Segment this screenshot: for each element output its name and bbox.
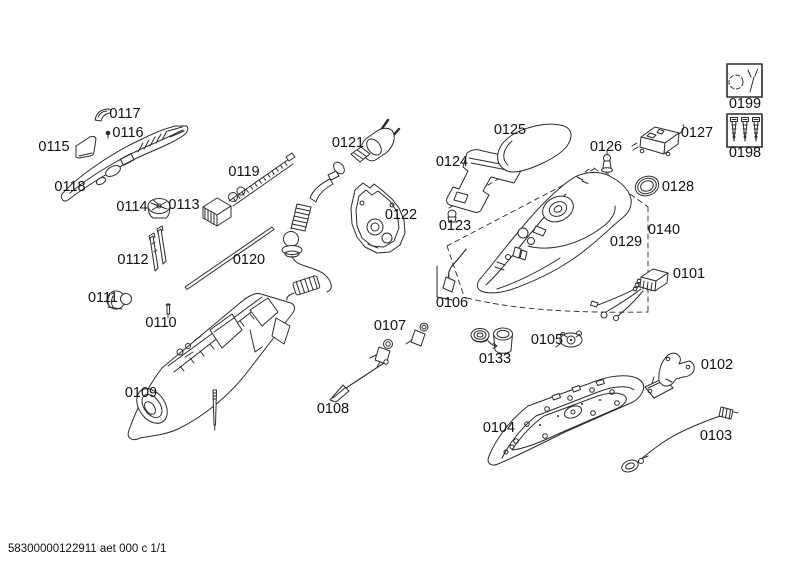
- screws-icon: [730, 117, 760, 142]
- part-label-0110: 0110: [145, 314, 177, 331]
- part-0117-sketch: [94, 108, 112, 122]
- part-label-0117: 0117: [109, 105, 141, 122]
- part-label-0128: 0128: [661, 178, 695, 195]
- part-label-0127: 0127: [680, 124, 714, 141]
- part-label-0107: 0107: [373, 317, 407, 334]
- part-0105-sketch: [555, 330, 583, 348]
- legend-service-tools: [726, 63, 763, 98]
- part-0125-sketch: [497, 123, 572, 173]
- part-0118-sketch: [61, 125, 189, 202]
- part-label-0109: 0109: [124, 384, 158, 401]
- part-label-0115: 0115: [38, 138, 70, 155]
- part-0106-sketch: [436, 248, 467, 301]
- part-label-0111: 0111: [87, 289, 119, 306]
- part-0103-sketch: [621, 406, 739, 473]
- part-0120-sketch: [184, 226, 275, 290]
- wrench-tool-icon: [728, 69, 758, 93]
- part-label-0104: 0104: [482, 419, 516, 436]
- part-label-0125: 0125: [493, 121, 527, 138]
- part-label-0113: 0113: [168, 196, 200, 213]
- part-label-0118: 0118: [54, 178, 86, 195]
- part-0133-sketch: [470, 327, 513, 354]
- part-0102-sketch: [644, 352, 695, 399]
- part-label-0133: 0133: [478, 350, 512, 367]
- part-label-0126: 0126: [589, 138, 623, 155]
- part-label-0102: 0102: [700, 356, 734, 373]
- part-0112-sketch: [148, 225, 167, 272]
- part-0128-sketch: [634, 175, 660, 197]
- part-label-0122: 0122: [384, 206, 418, 223]
- part-label-0108: 0108: [316, 400, 350, 417]
- part-label-0116: 0116: [112, 124, 144, 141]
- legend-label-0198: 0198: [728, 144, 762, 161]
- part-0115-sketch: [75, 135, 97, 159]
- part-label-0106: 0106: [435, 294, 469, 311]
- part-0122-sketch: [350, 182, 406, 254]
- part-label-0123: 0123: [438, 217, 472, 234]
- part-0121-sketch: [281, 118, 401, 301]
- part-0110-sketch: [165, 303, 171, 319]
- part-0109-sketch: [127, 293, 295, 441]
- part-label-0129: 0129: [609, 233, 643, 250]
- document-code: 58300000122911 aet 000 c 1/1: [8, 543, 167, 555]
- part-label-0103: 0103: [699, 427, 733, 444]
- part-label-0124: 0124: [435, 153, 469, 170]
- part-0107-sketch: [369, 322, 429, 368]
- part-0127-sketch: [631, 124, 685, 157]
- part-0126-sketch: [601, 150, 613, 179]
- part-label-0140: 0140: [647, 221, 681, 238]
- part-label-0121: 0121: [331, 134, 365, 151]
- part-0108-sketch: [329, 359, 389, 403]
- part-0104-sketch: [487, 375, 645, 466]
- part-label-0112: 0112: [117, 251, 149, 268]
- part-0119-sketch: [202, 152, 296, 227]
- part-0123-sketch: [447, 209, 457, 223]
- legend-label-0199: 0199: [728, 95, 762, 112]
- part-0101-sketch: [590, 268, 669, 321]
- part-0116-sketch: [105, 130, 111, 139]
- legend-screws: [726, 113, 763, 148]
- part-label-0101: 0101: [672, 265, 706, 282]
- part-0111-sketch: [106, 290, 132, 310]
- part-0114-0113-sketch: [147, 198, 171, 219]
- part-label-0114: 0114: [116, 198, 148, 215]
- part-label-0119: 0119: [228, 163, 260, 180]
- part-0129-sketch: [477, 168, 632, 294]
- part-label-0120: 0120: [232, 251, 266, 268]
- part-label-0105: 0105: [530, 331, 564, 348]
